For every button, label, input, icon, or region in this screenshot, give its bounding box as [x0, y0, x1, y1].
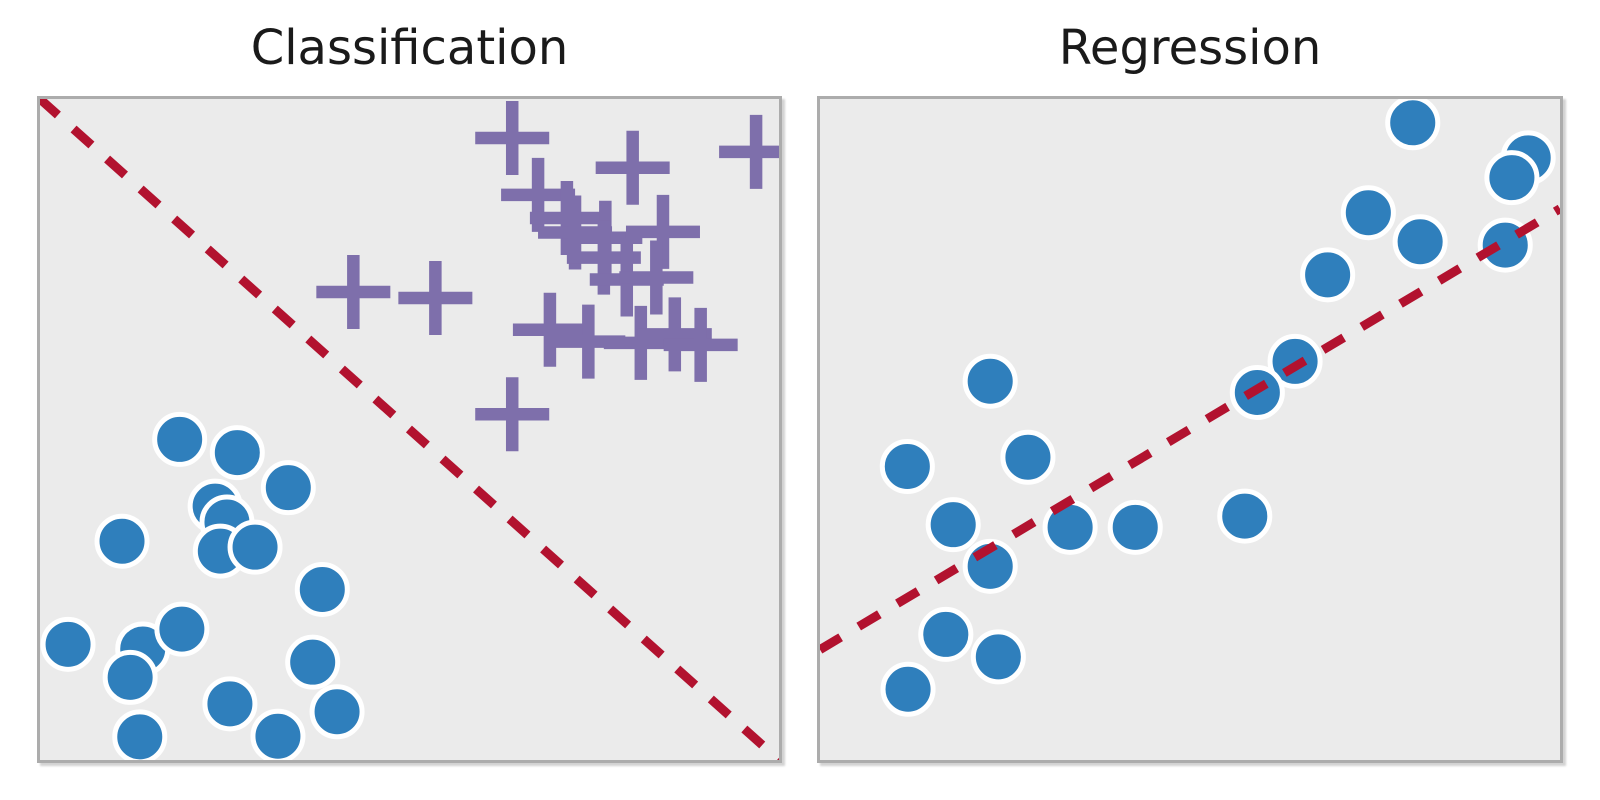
classification-title: Classification	[250, 20, 569, 76]
scatter-point-plus	[512, 292, 587, 367]
scatter-point-plus	[625, 194, 700, 269]
scatter-point-circle	[294, 561, 350, 617]
scatter-point-circle	[40, 616, 96, 672]
scatter-point-circle	[152, 411, 208, 467]
scatter-point-plus	[529, 180, 604, 255]
scatter-point-circle	[918, 606, 974, 662]
classification-plot-area	[37, 96, 782, 763]
scatter-point-circle	[1000, 429, 1056, 485]
regression-title: Regression	[1058, 20, 1322, 76]
scatter-point-circle	[1484, 150, 1540, 206]
scatter-point-circle	[879, 439, 935, 495]
scatter-point-circle	[285, 634, 341, 690]
scatter-point-circle	[1340, 185, 1396, 241]
scatter-point-circle	[154, 601, 210, 657]
scatter-point-plus	[663, 307, 738, 382]
scatter-point-circle	[1392, 214, 1448, 270]
scatter-point-circle	[925, 497, 981, 553]
regression-plot-area	[817, 96, 1563, 763]
scatter-point-plus	[719, 114, 779, 189]
scatter-point-circle	[1385, 99, 1441, 151]
scatter-point-circle	[202, 676, 258, 732]
regression-fit-line	[820, 204, 1560, 654]
scatter-point-circle	[970, 629, 1026, 685]
scatter-point-circle	[309, 684, 365, 740]
scatter-point-circle	[112, 709, 168, 760]
scatter-point-plus	[619, 240, 694, 315]
scatter-point-plus	[475, 377, 550, 452]
scatter-point-circle	[260, 460, 316, 516]
scatter-point-plus	[398, 260, 473, 335]
scatter-point-circle	[1107, 499, 1163, 555]
scatter-point-circle	[962, 353, 1018, 409]
scatter-point-circle	[1217, 488, 1273, 544]
scatter-point-plus	[316, 255, 391, 330]
scatter-point-plus	[595, 130, 670, 205]
scatter-point-circle	[1300, 247, 1356, 303]
scatter-point-circle	[209, 425, 265, 481]
scatter-point-circle	[227, 519, 283, 575]
scatter-point-circle	[102, 649, 158, 705]
classification-scatter-chart	[40, 99, 779, 760]
scatter-point-plus	[475, 100, 550, 175]
scatter-point-circle	[94, 513, 150, 569]
scatter-point-circle	[880, 661, 936, 717]
decision-boundary-line	[40, 99, 779, 760]
regression-scatter-chart	[820, 99, 1560, 717]
scatter-point-circle	[250, 708, 306, 760]
